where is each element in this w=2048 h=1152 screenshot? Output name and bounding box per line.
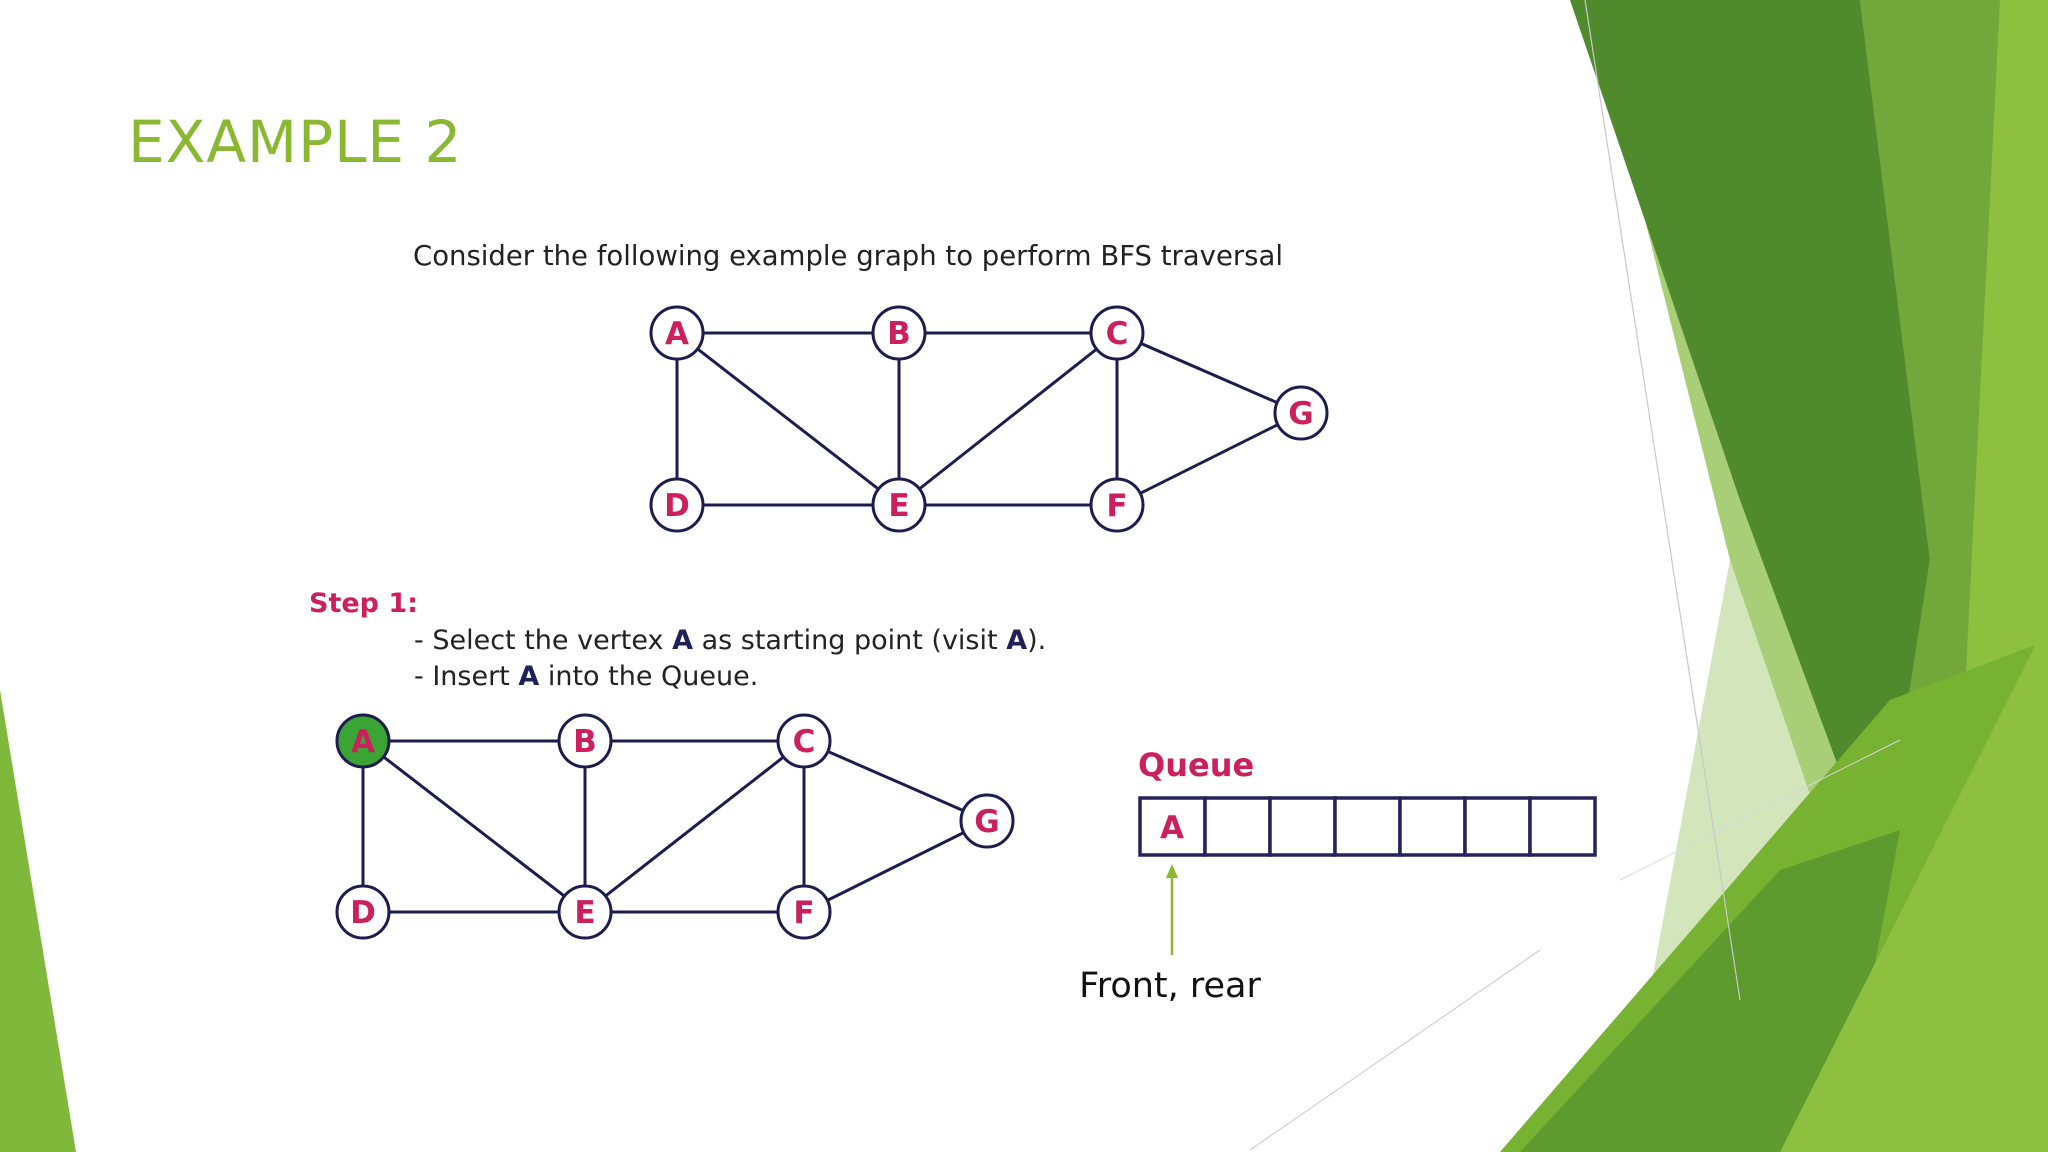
vertex-a-circle — [335, 713, 391, 769]
vertex-g: G — [959, 793, 1015, 849]
vertex-e: E — [557, 884, 613, 940]
vertex-f-label: F — [1106, 488, 1127, 524]
vertex-a: A — [649, 305, 705, 361]
step-label: Step 1: — [309, 588, 418, 619]
vertex-e: E — [871, 477, 927, 533]
vertex-c-circle — [776, 713, 832, 769]
bottom-dark-triangle — [1520, 830, 1900, 1152]
edge-c-e — [584, 739, 805, 914]
vertex-b: B — [871, 305, 927, 361]
queue-cell — [1463, 796, 1532, 857]
queue-cell — [1398, 796, 1467, 857]
vertex-f: F — [776, 884, 832, 940]
vertex-a-label: A — [665, 316, 689, 352]
step-graph — [361, 739, 988, 914]
vertex-c-label: C — [793, 724, 816, 760]
vertex-g-label: G — [974, 804, 999, 840]
edge-f-g — [803, 819, 988, 914]
vertex-g-circle — [959, 793, 1015, 849]
intro-text: Consider the following example graph to … — [413, 240, 1283, 272]
step-line-2-bold: A — [518, 661, 539, 692]
top-graph — [675, 331, 1302, 507]
vertex-c-label: C — [1106, 316, 1129, 352]
queue: A — [1138, 796, 1597, 857]
step-line-2: - Insert A into the Queue. — [414, 661, 758, 692]
vertex-g-circle — [1273, 385, 1329, 441]
vertex-d-circle — [335, 884, 391, 940]
queue-cell — [1528, 796, 1597, 857]
vertex-c-circle — [1089, 305, 1145, 361]
vertex-b-label: B — [573, 724, 597, 760]
vertex-f-label: F — [793, 895, 814, 931]
vertex-a-visited: A — [335, 713, 391, 769]
vertex-d: D — [649, 477, 705, 533]
queue-cell — [1203, 796, 1272, 857]
step-graph-vertices: A B C D E F G — [335, 713, 1015, 940]
queue-cell — [1333, 796, 1402, 857]
vertex-f-circle — [776, 884, 832, 940]
vertex-c: C — [776, 713, 832, 769]
right-bright-triangle — [1780, 620, 2048, 1152]
edge-c-e — [898, 331, 1118, 507]
vertex-d-circle — [649, 477, 705, 533]
step-line-2-suffix: into the Queue. — [539, 661, 758, 692]
thin-line — [1249, 949, 1541, 1151]
edge-c-g — [1116, 331, 1302, 415]
queue-label: Queue — [1138, 746, 1254, 784]
step-line-1-bold-1: A — [672, 625, 693, 656]
vertex-b-label: B — [887, 316, 911, 352]
vertex-d-label: D — [350, 895, 376, 931]
edge-a-e — [676, 331, 900, 507]
left-green-strip — [0, 690, 76, 1152]
vertex-e-circle — [871, 477, 927, 533]
vertex-g-label: G — [1288, 396, 1313, 432]
vertex-e-label: E — [888, 488, 909, 524]
vertex-a-circle — [649, 305, 705, 361]
vertex-e-circle — [557, 884, 613, 940]
vertex-b: B — [557, 713, 613, 769]
vertex-g: G — [1273, 385, 1329, 441]
vertex-f-circle — [1089, 477, 1145, 533]
step-line-1-middle: as starting point (visit — [693, 625, 1006, 656]
vertex-c: C — [1089, 305, 1145, 361]
edge-f-g — [1116, 411, 1302, 507]
edge-a-e — [362, 739, 586, 914]
step-line-1-prefix: - Select the vertex — [414, 625, 672, 656]
top-graph-vertices: A B C D E F G — [649, 305, 1329, 533]
front-rear-pointer: Front, rear — [1079, 864, 1261, 1006]
pointer-arrow-head — [1166, 864, 1178, 878]
vertex-d-label: D — [664, 488, 690, 524]
step-line-1-suffix: ). — [1027, 625, 1046, 656]
thin-line — [1619, 739, 1901, 881]
vertex-b-circle — [871, 305, 927, 361]
pointer-label: Front, rear — [1079, 966, 1261, 1006]
vertex-f: F — [1089, 477, 1145, 533]
queue-cell-value: A — [1160, 810, 1184, 846]
vertex-d: D — [335, 884, 391, 940]
vertex-a-label: A — [351, 724, 375, 760]
white-sliver — [1540, 0, 1730, 1152]
vertex-b-circle — [557, 713, 613, 769]
step-line-1-bold-2: A — [1006, 625, 1027, 656]
slide-title: EXAMPLE 2 — [128, 108, 463, 176]
dark-green-band — [1570, 0, 1930, 880]
step-line-1: - Select the vertex A as starting point … — [414, 625, 1046, 656]
queue-cell — [1268, 796, 1337, 857]
step-line-2-prefix: - Insert — [414, 661, 518, 692]
edge-c-g — [803, 739, 988, 823]
vertex-e-label: E — [574, 895, 595, 931]
